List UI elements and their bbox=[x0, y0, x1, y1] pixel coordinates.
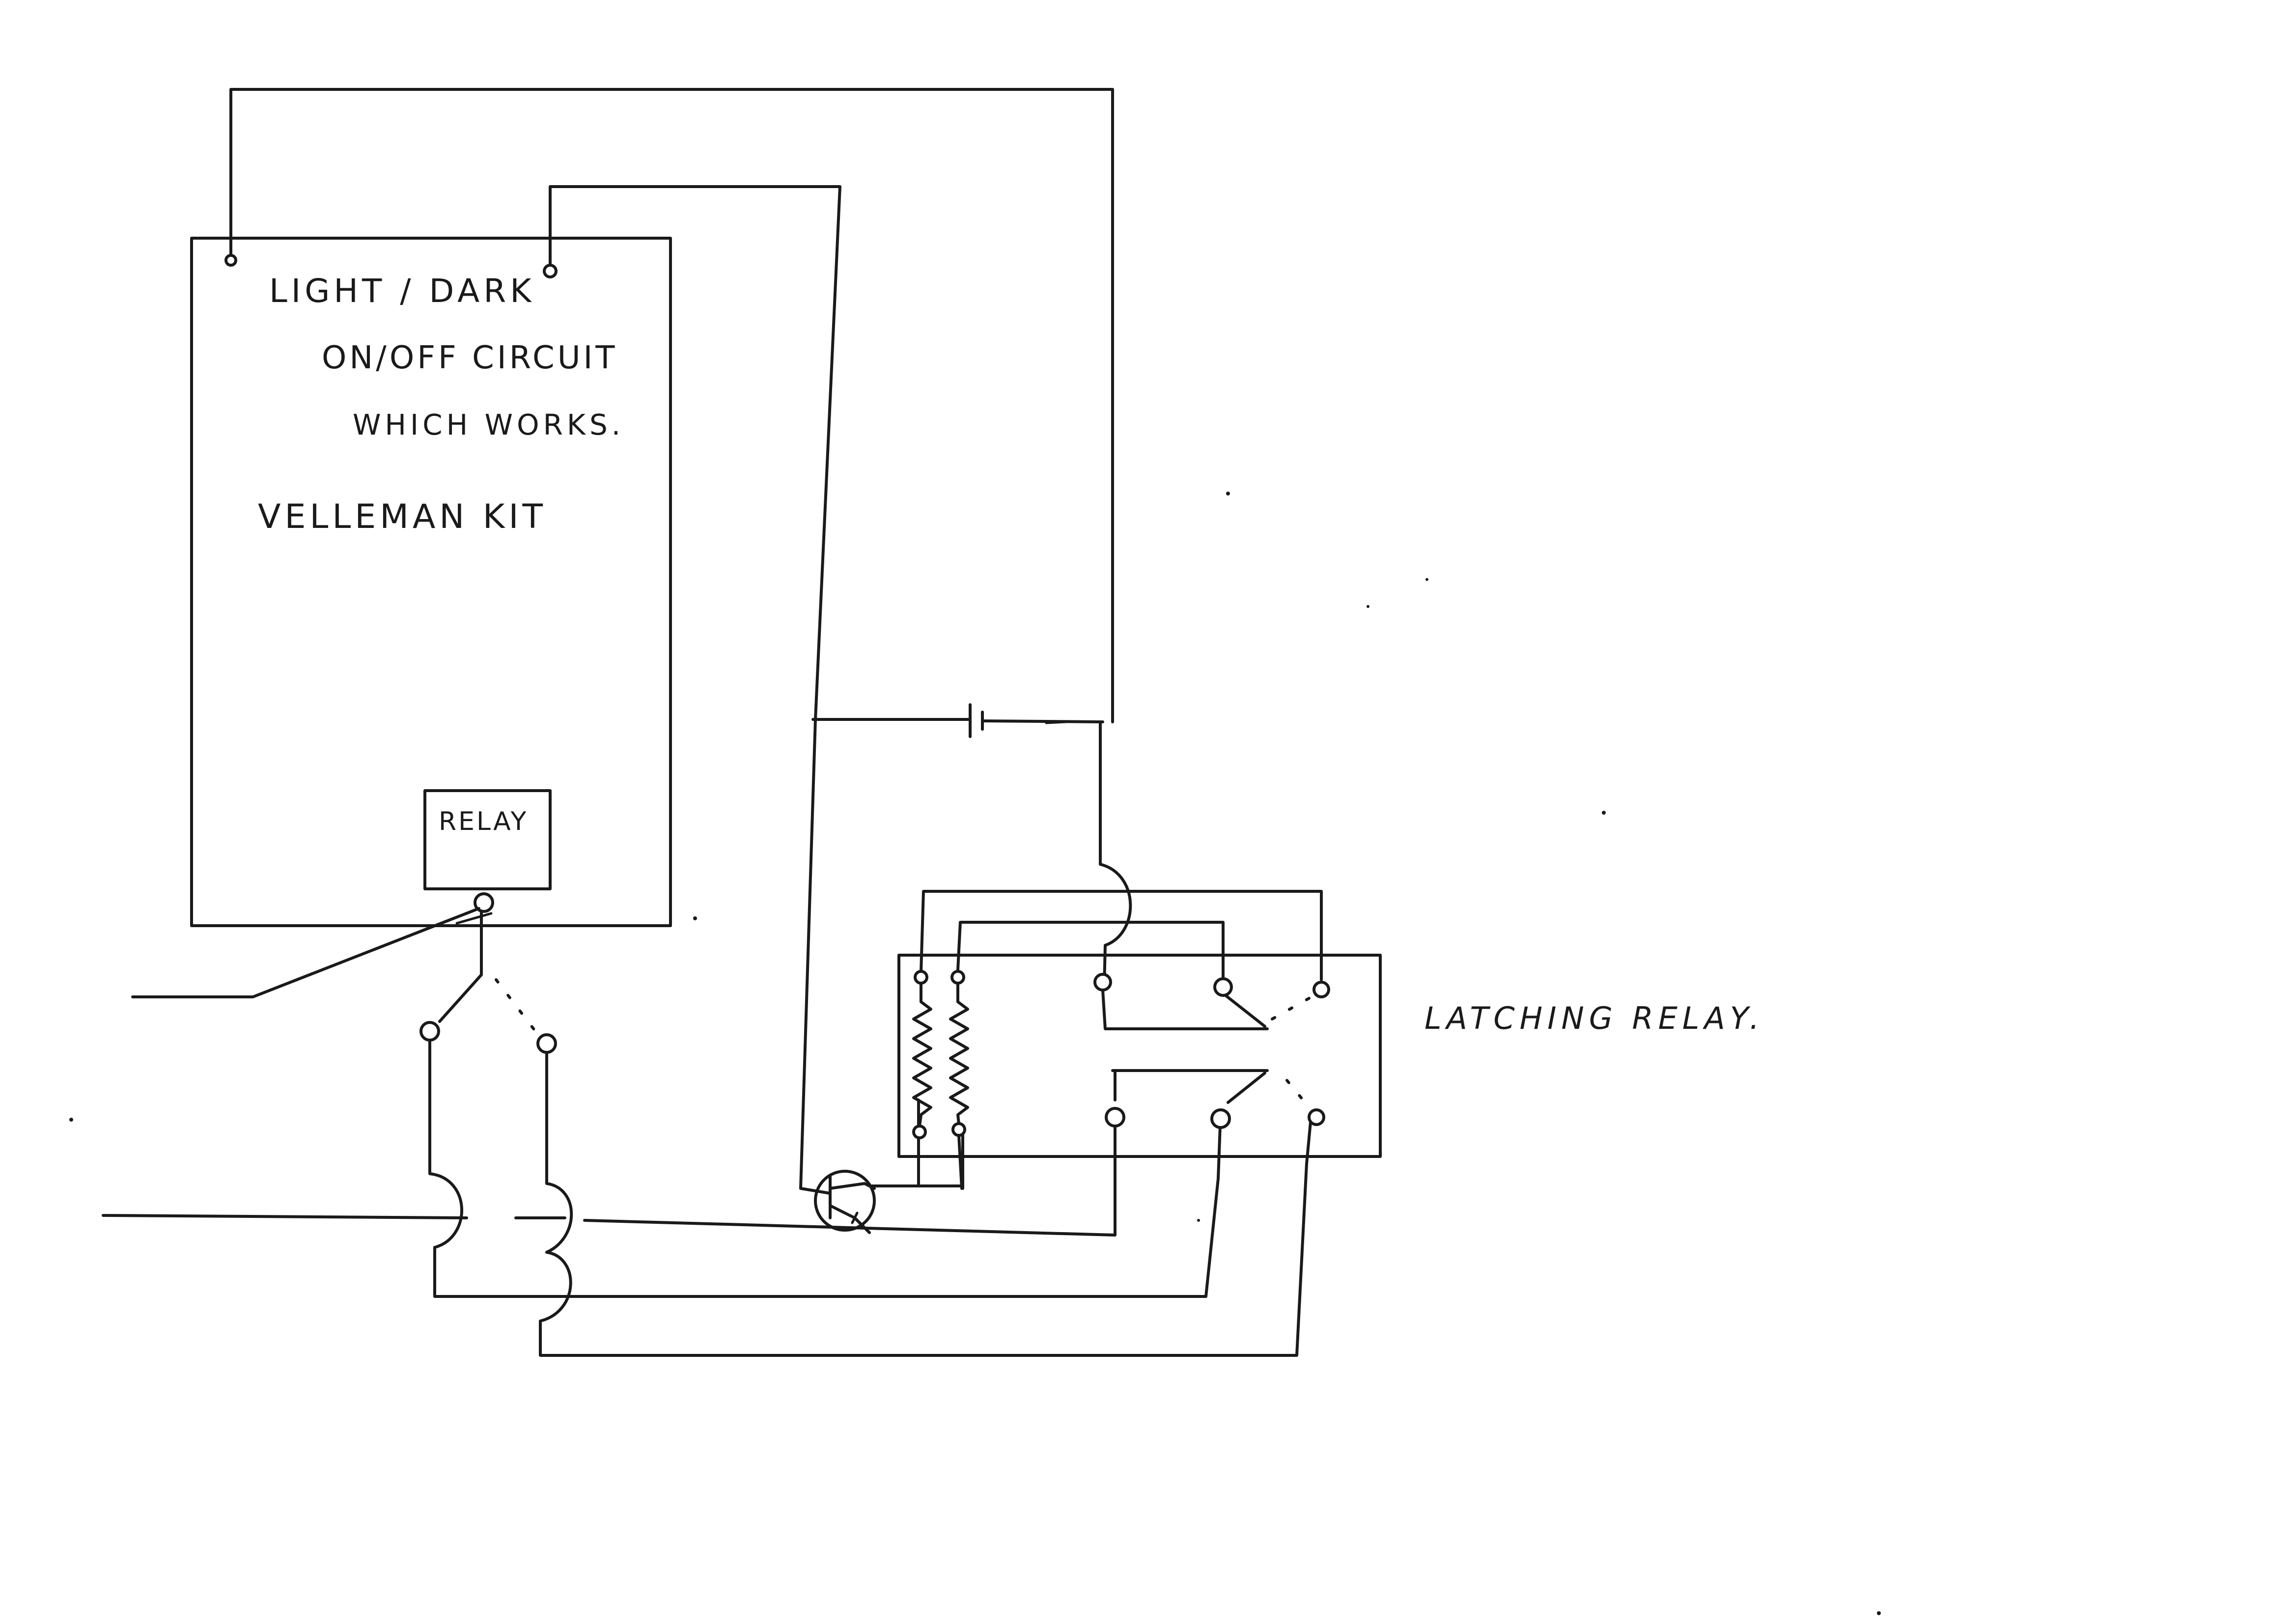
kit-relay-switch bbox=[131, 892, 557, 1054]
coil-1 bbox=[912, 982, 932, 1128]
switch-contact-no bbox=[536, 1033, 557, 1054]
kit-label-line1: LIGHT / DARK bbox=[269, 272, 535, 310]
contact-2-a bbox=[1210, 1108, 1231, 1129]
battery-cell bbox=[811, 703, 1104, 738]
kit-label-line2: ON/OFF CIRCUIT bbox=[322, 340, 618, 376]
transistor bbox=[799, 1099, 964, 1234]
latching-wire-top-inner bbox=[956, 921, 1225, 979]
wire-contact-nc-down bbox=[428, 1040, 1222, 1298]
contact-1-b bbox=[1312, 981, 1330, 998]
relay-label: RELAY bbox=[439, 807, 528, 836]
wire-battery-to-latching-relay bbox=[1099, 720, 1132, 989]
latching-relay-label: LATCHING RELAY. bbox=[1424, 1000, 1764, 1036]
kit-terminal-right bbox=[543, 264, 558, 278]
wire-kit-right-top bbox=[549, 185, 841, 1190]
coil-1-bottom-terminal bbox=[912, 1125, 927, 1139]
latching-wire-top-outer bbox=[920, 890, 1323, 981]
kit-label-line3: WHICH WORKS. bbox=[353, 408, 624, 441]
coil-2-bottom-terminal bbox=[951, 1122, 966, 1137]
kit-label-line4: VELLEMAN KIT bbox=[258, 497, 547, 536]
switch-blade bbox=[438, 909, 483, 1023]
wire-contact-no-down bbox=[539, 1052, 1312, 1357]
coil-2 bbox=[949, 982, 969, 1125]
kit-relay: RELAY bbox=[423, 789, 552, 890]
velleman-kit-box: LIGHT / DARK ON/OFF CIRCUIT WHICH WORKS.… bbox=[190, 237, 672, 927]
wire-common-to-left bbox=[131, 907, 480, 998]
contact-2-b bbox=[1308, 1108, 1325, 1126]
latching-relay: LATCHING RELAY. bbox=[897, 890, 1764, 1190]
switch-contact-nc bbox=[419, 1021, 440, 1042]
contact-2-com bbox=[1105, 1107, 1125, 1128]
contact-1-com bbox=[1093, 973, 1112, 991]
wire-left-horizontal bbox=[102, 1113, 1117, 1237]
coil-1-top-terminal bbox=[914, 970, 928, 985]
kit-relay-common-terminal bbox=[474, 892, 494, 913]
contact-1-a bbox=[1213, 977, 1233, 997]
coil-2-top-terminal bbox=[950, 970, 965, 985]
wire-kit-left-top bbox=[229, 88, 1114, 723]
scan-specks bbox=[69, 492, 1881, 1615]
switch-alt-throw bbox=[495, 978, 537, 1033]
